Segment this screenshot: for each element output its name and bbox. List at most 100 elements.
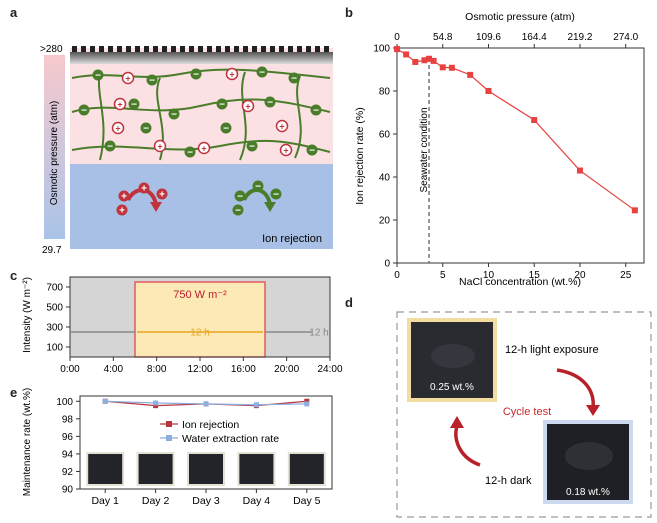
x-tick-label: 25 <box>620 270 632 281</box>
sample-bottom-label: 0.18 wt.% <box>566 487 610 498</box>
data-point <box>403 51 410 58</box>
rejected-cations <box>116 182 168 216</box>
data-point <box>631 207 638 214</box>
x-tick-label: 20 <box>574 270 586 281</box>
top-tick-label: 164.4 <box>522 32 547 43</box>
minus-sign: − <box>187 148 193 159</box>
top-tick-label: 54.8 <box>433 32 453 43</box>
sample-photo <box>239 454 274 484</box>
legend: Ion rejection Water extraction rate <box>160 419 279 445</box>
minus-sign: − <box>107 142 113 153</box>
data-point <box>153 403 159 409</box>
y-tick-label: 96 <box>62 432 74 443</box>
dark-label: 12-h dark <box>485 475 532 487</box>
plus-sign: + <box>159 190 165 201</box>
y-tick-label: 500 <box>46 303 63 314</box>
cycle-arrow-up <box>454 425 481 467</box>
x-axis-label: NaCl concentration (wt.%) <box>459 276 581 288</box>
minus-sign: − <box>223 124 229 135</box>
y-tick-label: 100 <box>46 343 63 354</box>
x-tick-label: 8:00 <box>147 364 167 375</box>
y-tick-label: 94 <box>62 449 74 460</box>
scale-bottom-label: 29.7 <box>42 245 62 256</box>
x-tick-label: 12:00 <box>187 364 212 375</box>
plus-sign: + <box>121 192 127 203</box>
y-axis-label: Maintenance rate (wt.%) <box>22 388 33 496</box>
x-tick-label: Day 4 <box>243 495 271 507</box>
x-tick-label: 20:00 <box>274 364 299 375</box>
minus-sign: − <box>249 142 255 153</box>
data-point <box>448 64 455 71</box>
minus-sign: − <box>313 106 319 117</box>
x-tick-label: 0:00 <box>60 364 80 375</box>
sample-photo <box>189 454 223 484</box>
absorber-surface <box>70 52 333 64</box>
data-point <box>153 400 159 406</box>
data-point <box>412 58 419 65</box>
plot-frame <box>396 47 645 264</box>
panel-letter-e: e <box>10 385 18 400</box>
minus-sign: − <box>235 206 241 217</box>
top-tick-label: 274.0 <box>613 32 638 43</box>
minus-sign: − <box>149 76 155 87</box>
plus-sign: + <box>117 100 122 110</box>
x-tick-label: Day 5 <box>293 495 321 507</box>
plus-sign: + <box>279 122 284 132</box>
scale-axis-label: Osmotic pressure (atm) <box>49 101 60 205</box>
minus-sign: − <box>131 100 137 111</box>
data-point <box>576 167 583 174</box>
sample-photo <box>138 454 173 484</box>
scale-top-label: >280 <box>40 44 63 55</box>
osmotic-scale-bar <box>44 55 65 239</box>
cycle-test-label: Cycle test <box>503 406 551 418</box>
light-duration-label: 12 h <box>190 328 209 339</box>
dark-duration-label: 12 h <box>309 328 328 339</box>
top-tick-label: 0 <box>394 32 400 43</box>
sample-top-label: 0.25 wt.% <box>430 382 474 393</box>
plus-sign: + <box>119 206 125 217</box>
rejected-anions <box>232 180 282 216</box>
plus-sign: + <box>201 144 206 154</box>
data-point <box>102 398 108 404</box>
panel-d-illustration: 0.25 wt.% 0.18 wt.% 12-h light exposure … <box>396 311 652 518</box>
panel-letter-a: a <box>10 5 18 20</box>
y-tick-label: 300 <box>46 323 63 334</box>
sample-bottom-sheen <box>565 442 613 470</box>
x-tick-label: Day 3 <box>192 495 220 507</box>
minus-sign: − <box>267 98 273 109</box>
data-point <box>426 55 433 62</box>
y-tick-label: 98 <box>62 414 74 425</box>
cycle-arrow-down <box>556 368 595 409</box>
top-tick-label: 219.2 <box>567 32 592 43</box>
plus-sign: + <box>245 102 250 112</box>
plus-sign: + <box>125 74 130 84</box>
y-axis-label: Ion rejection rate (%) <box>354 107 366 204</box>
panel-d-frame <box>396 311 652 518</box>
x-tick-label: 16:00 <box>231 364 256 375</box>
data-point <box>531 117 538 124</box>
legend-marker-water <box>166 435 172 441</box>
y-tick-label: 90 <box>62 485 74 496</box>
y-tick-label: 100 <box>373 44 390 55</box>
minus-sign: − <box>259 68 265 79</box>
sample-top-sheen <box>431 344 475 368</box>
sample-photo <box>88 454 123 484</box>
data-point <box>394 46 400 53</box>
x-tick-label: 0 <box>394 270 400 281</box>
surface-teeth <box>72 46 329 52</box>
panel-letter-c: c <box>10 268 18 283</box>
x-tick-label: Day 2 <box>142 495 170 507</box>
minus-sign: − <box>171 110 177 121</box>
minus-sign: − <box>291 74 297 85</box>
y-tick-label: 100 <box>56 397 73 408</box>
minus-sign: − <box>219 100 225 111</box>
network-negative-charges <box>78 66 322 158</box>
plus-sign: + <box>283 146 288 156</box>
panel-b-chart: Osmotic pressure (atm) NaCl concentratio… <box>354 11 645 288</box>
y-axis-label: Intensity (W m⁻²) <box>22 277 33 353</box>
y-tick-label: 60 <box>379 130 391 141</box>
data-point <box>421 57 428 64</box>
panel-letter-b: b <box>345 5 353 20</box>
minus-sign: − <box>193 70 199 81</box>
data-point <box>253 402 259 408</box>
